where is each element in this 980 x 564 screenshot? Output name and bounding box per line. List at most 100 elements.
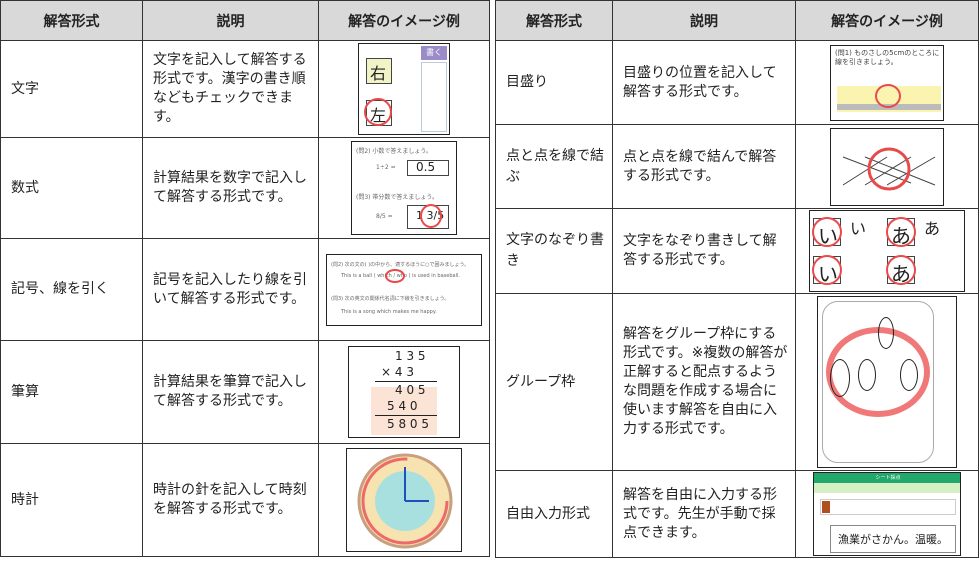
thumb-text: 8/5 = <box>376 213 393 220</box>
question-box <box>820 499 956 515</box>
example-cell <box>795 293 979 471</box>
header-description: 説明 <box>612 0 796 41</box>
side-panel <box>421 62 447 132</box>
answer-box <box>830 525 956 553</box>
example-cell: い い あ あ い あ <box>795 208 979 294</box>
thumb-glyph: 4 0 5 <box>395 383 426 397</box>
description-cell: 解答を自由に入力する形式です。先生が手動で採点できます。 <box>612 470 796 558</box>
thumb-text: (問2) 次の文の( )の中から、適するほうに○で囲みましょう。 <box>331 261 470 268</box>
sheet-title-bar: シート採点 <box>814 473 960 483</box>
table-row: 文字のなぞり書き 文字をなぞり書きして解答する形式です。 い い あ あ い あ <box>495 208 979 294</box>
correct-circle-icon <box>886 255 916 285</box>
answer-box <box>366 58 392 84</box>
thumb-glyph: 右 <box>370 64 387 83</box>
table-row: 数式 計算結果を数字で記入して解答する形式です。 (問2) 小数で答えましょう。… <box>0 137 490 239</box>
table-row: 筆算 計算結果を筆算で記入して解答する形式です。 1 3 5 × 4 3 4 0… <box>0 340 490 444</box>
correct-circle-icon <box>385 268 405 283</box>
header-example: 解答のイメージ例 <box>795 0 979 41</box>
thumb-glyph: 5 8 0 5 <box>387 417 429 431</box>
answer-oval <box>878 317 894 349</box>
ruler-question-text: (問1) ものさしの5cmのところに線を引きましょう。 <box>835 48 940 66</box>
description-cell: 点と点を線で結んで解答する形式です。 <box>612 124 796 209</box>
correct-circle-icon <box>875 83 901 108</box>
table-row: 目盛り 目盛りの位置を記入して解答する形式です。 (問1) ものさしの5cmのと… <box>495 40 979 125</box>
description-cell: 解答をグループ枠にする形式です。※複数の解答が正解すると配点するような問題を作成… <box>612 293 796 471</box>
answer-oval <box>830 359 850 397</box>
example-image-sushiki: (問2) 小数で答えましょう。 1÷2 = 0.5 (問3) 帯分数で答えましょ… <box>351 141 457 235</box>
toolbar <box>814 483 960 493</box>
format-cell: 数式 <box>0 137 143 239</box>
format-cell: 筆算 <box>0 340 143 444</box>
table-row: 点と点を線で結ぶ 点と点を線で結んで解答する形式です。 <box>495 124 979 209</box>
format-cell: グループ枠 <box>495 293 613 471</box>
description-cell: 計算結果を数字で記入して解答する形式です。 <box>142 137 319 239</box>
example-image-group <box>817 296 957 468</box>
header-format: 解答形式 <box>495 0 613 41</box>
example-cell <box>795 124 979 209</box>
thumb-text: (問3) 帯分数で答えましょう。 <box>356 194 439 201</box>
format-cell: 点と点を線で結ぶ <box>495 124 613 209</box>
thumb-text: This is a song which makes me happy. <box>341 308 437 315</box>
label-badge <box>822 501 830 513</box>
format-cell: 目盛り <box>495 40 613 125</box>
description-cell: 文字を記入して解答する形式です。漢字の書き順などもチェックできます。 <box>142 40 319 138</box>
header-example: 解答のイメージ例 <box>318 0 490 41</box>
table-row: 時計 時計の針を記入して時刻を解答する形式です。 <box>0 443 490 557</box>
example-image-clock <box>346 448 462 552</box>
example-image-free-input: シート採点 漁業がさかん。温暖。 <box>813 472 961 556</box>
description-cell: 目盛りの位置を記入して解答する形式です。 <box>612 40 796 125</box>
answer-oval <box>858 359 876 391</box>
example-image-moji: 右 左 書く <box>358 43 450 135</box>
table-row: 記号、線を引く 記号を記入したり線を引いて解答する形式です。 (問2) 次の文の… <box>0 238 490 341</box>
example-cell: 1 3 5 × 4 3 4 0 5 5 4 0 5 8 0 5 <box>318 340 490 444</box>
description-cell: 文字をなぞり書きして解答する形式です。 <box>612 208 796 294</box>
example-image-kigou: (問2) 次の文の( )の中から、適するほうに○で囲みましょう。 This is… <box>326 253 482 326</box>
header-row: 解答形式 説明 解答のイメージ例 <box>0 0 490 41</box>
left-table: 解答形式 説明 解答のイメージ例 文字 文字を記入して解答する形式です。漢字の書… <box>0 0 490 557</box>
correct-circle-icon <box>812 217 842 247</box>
example-cell <box>318 443 490 557</box>
thumb-glyph: あ <box>924 219 941 238</box>
thumb-text: 1÷2 = <box>376 164 396 171</box>
table-row: グループ枠 解答をグループ枠にする形式です。※複数の解答が正解すると配点するよう… <box>495 293 979 471</box>
format-cell: 自由入力形式 <box>495 470 613 558</box>
format-cell: 文字 <box>0 40 143 138</box>
table-row: 文字 文字を記入して解答する形式です。漢字の書き順などもチェックできます。 右 … <box>0 40 490 138</box>
correct-circle-icon <box>886 217 916 247</box>
example-cell: (問1) ものさしの5cmのところに線を引きましょう。 <box>795 40 979 125</box>
header-description: 説明 <box>142 0 319 41</box>
correct-circle-icon <box>364 98 392 126</box>
header-format: 解答形式 <box>0 0 143 41</box>
thumb-glyph: × 4 3 <box>381 365 414 379</box>
right-table: 解答形式 説明 解答のイメージ例 目盛り 目盛りの位置を記入して解答する形式です… <box>495 0 979 558</box>
highlight <box>371 387 437 435</box>
description-cell: 時計の針を記入して時刻を解答する形式です。 <box>142 443 319 557</box>
description-cell: 計算結果を筆算で記入して解答する形式です。 <box>142 340 319 444</box>
clock-icon <box>357 453 453 549</box>
table-row: 自由入力形式 解答を自由に入力する形式です。先生が手動で採点できます。 シート採… <box>495 470 979 558</box>
correct-circle-icon <box>812 255 842 285</box>
thumb-glyph: い <box>850 219 867 238</box>
thumb-glyph: 0.5 <box>416 160 436 174</box>
thumb-text: (問2) 小数で答えましょう。 <box>356 148 433 155</box>
example-cell: シート採点 漁業がさかん。温暖。 <box>795 470 979 558</box>
format-cell: 文字のなぞり書き <box>495 208 613 294</box>
example-cell: (問2) 小数で答えましょう。 1÷2 = 0.5 (問3) 帯分数で答えましょ… <box>318 137 490 239</box>
thumb-glyph: 1 3 5 <box>395 349 426 363</box>
example-image-nazori: い い あ あ い あ <box>809 210 965 292</box>
divider <box>375 381 437 382</box>
write-tab: 書く <box>421 46 447 60</box>
format-cell: 時計 <box>0 443 143 557</box>
description-cell: 記号を記入したり線を引いて解答する形式です。 <box>142 238 319 341</box>
thumb-text: (問3) 次の英文の関係代名詞に下線を引きましょう。 <box>331 295 450 302</box>
answer-oval <box>900 359 918 391</box>
example-image-lines <box>830 127 944 206</box>
example-image-memori: (問1) ものさしの5cmのところに線を引きましょう。 <box>830 44 944 121</box>
example-cell: (問2) 次の文の( )の中から、適するほうに○で囲みましょう。 This is… <box>318 238 490 341</box>
thumb-glyph: 5 4 0 <box>387 399 418 413</box>
group-frame <box>822 301 934 463</box>
connect-lines-icon <box>842 147 936 190</box>
example-image-hissan: 1 3 5 × 4 3 4 0 5 5 4 0 5 8 0 5 <box>348 346 460 438</box>
format-cell: 記号、線を引く <box>0 238 143 341</box>
header-row: 解答形式 説明 解答のイメージ例 <box>495 0 979 41</box>
